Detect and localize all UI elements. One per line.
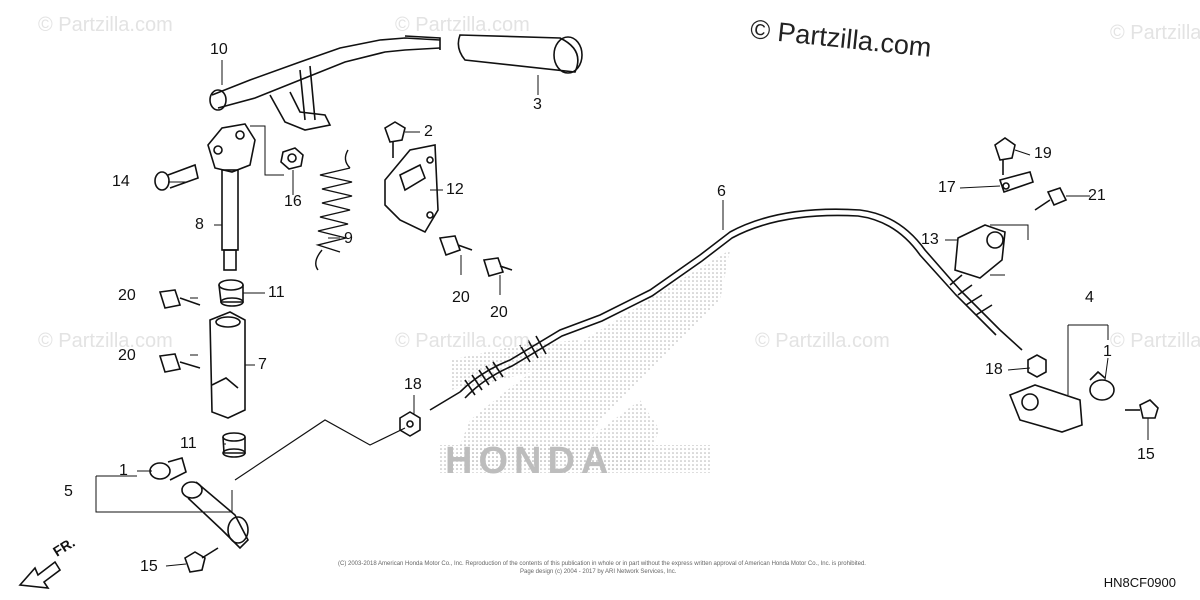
callout-label: 6 (717, 183, 726, 200)
callout-label: 8 (195, 216, 204, 233)
fine-print-line: (C) 2003-2018 American Honda Motor Co., … (338, 561, 866, 567)
holder-7 (209, 311, 246, 419)
fine-print-line: Page design (c) 2004 - 2017 by ARI Netwo… (520, 569, 677, 575)
callout-label: 5 (64, 483, 73, 500)
callout-label: 20 (118, 347, 136, 364)
ball-joint-1-right (1089, 370, 1115, 401)
front-arrow-icon (18, 560, 62, 589)
callout-label: 12 (446, 181, 464, 198)
callout-label: 11 (180, 435, 197, 452)
callout-label: 15 (140, 558, 158, 575)
watermark: © Partzilla.com (38, 330, 173, 352)
shift-knob-3 (457, 34, 583, 74)
leader-lines (95, 60, 1149, 567)
bushing-11-lower (222, 432, 246, 458)
callout-label: 1 (1103, 343, 1112, 360)
cable-6 (429, 208, 1023, 411)
watermark: © Partzilla.com (1110, 22, 1200, 44)
callout-label: 20 (118, 287, 136, 304)
callout-label: 2 (424, 123, 433, 140)
callout-label: 11 (268, 284, 285, 301)
bolt-20-set (158, 235, 513, 373)
nut-18-right (1027, 354, 1047, 378)
ball-joint-1-left (149, 457, 187, 481)
honda-brand-mark: HONDA (445, 440, 615, 482)
washer-17 (998, 171, 1034, 194)
arm-4 (1008, 384, 1083, 433)
callout-label: 7 (258, 356, 267, 373)
nut-18-left (399, 411, 421, 437)
watermark: © Partzilla.com (395, 14, 530, 36)
callout-label: 17 (938, 179, 956, 196)
callout-label: 15 (1137, 446, 1155, 463)
shift-shaft-8 (207, 123, 256, 271)
bolt-2 (384, 121, 406, 158)
bolt-15-right (1125, 399, 1159, 419)
bolt-19 (994, 137, 1016, 175)
callout-label: 18 (404, 376, 422, 393)
callout-label: 20 (490, 304, 508, 321)
bolt-14 (154, 163, 199, 191)
callout-label: 1 (119, 462, 128, 479)
bushing-11-upper (218, 279, 244, 307)
spring-9 (315, 149, 353, 271)
callout-label: 10 (210, 41, 228, 58)
callout-label: 3 (533, 96, 542, 113)
callout-label: 4 (1085, 289, 1094, 306)
diagram-code: HN8CF0900 (1103, 575, 1176, 590)
watermark: © Partzilla.com (395, 330, 530, 352)
honda-wing-logo (440, 250, 730, 473)
connector-rod (234, 419, 406, 481)
shift-lever-10 (209, 35, 441, 131)
watermark: © Partzilla.com (1110, 330, 1200, 352)
nut-16 (280, 147, 304, 170)
callout-label: 16 (284, 193, 302, 210)
bolt-21 (1034, 187, 1068, 211)
callout-label: 21 (1088, 187, 1106, 204)
watermark: © Partzilla.com (38, 14, 173, 36)
callout-label: 20 (452, 289, 470, 306)
callout-label: 13 (921, 231, 939, 248)
plate-12 (384, 144, 439, 234)
arm-5 (181, 481, 249, 550)
bolt-15-left (184, 547, 219, 573)
callout-label: 18 (985, 361, 1003, 378)
callout-label: 19 (1034, 145, 1052, 162)
watermark: © Partzilla.com (755, 330, 890, 352)
bracket-13 (954, 224, 1006, 279)
callout-label: 14 (112, 173, 130, 190)
callout-label: 9 (344, 230, 353, 247)
